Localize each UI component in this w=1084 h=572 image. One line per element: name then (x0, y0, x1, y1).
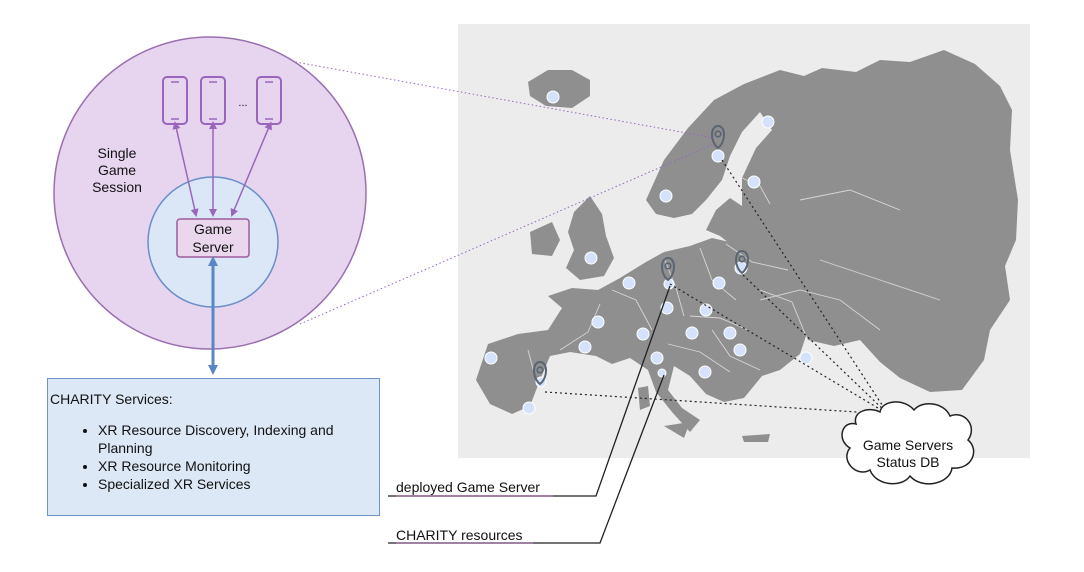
status-db-label-line-2: Status DB (876, 454, 939, 470)
service-item: XR Resource Discovery, Indexing and Plan… (98, 421, 369, 457)
resource-dot (712, 276, 726, 290)
service-item: Specialized XR Services (98, 475, 369, 493)
north-europe-landmass (646, 50, 1018, 392)
resource-dot (698, 365, 712, 379)
charity-services-title: CHARITY Services: (50, 391, 173, 407)
device-server-arrows (172, 121, 272, 217)
map-pin-icon (661, 256, 675, 282)
map-pin-icon (533, 360, 547, 386)
iceland-landmass (528, 70, 590, 108)
map-pin-icon (711, 124, 725, 150)
session-zoom-lines (267, 56, 715, 325)
resource-dot (711, 149, 725, 163)
deployed-game-server-label: deployed Game Server (396, 479, 540, 495)
sicily-landmass (664, 422, 690, 438)
resource-dot (622, 276, 636, 290)
resource-dot (522, 401, 536, 415)
service-item: XR Resource Monitoring (98, 457, 369, 475)
deployed-game-server-pins (533, 124, 749, 386)
crete-landmass (742, 434, 770, 442)
charity-services-list: XR Resource Discovery, Indexing and Plan… (50, 421, 369, 493)
session-label-line-3: Session (92, 179, 142, 195)
game-server-label-line-2: Server (192, 239, 234, 255)
europe-map (458, 24, 1030, 458)
resource-dot (747, 175, 761, 189)
resource-dot (650, 351, 664, 365)
status-db-links (544, 159, 889, 415)
resource-dot (699, 303, 713, 317)
resource-dot (546, 90, 560, 104)
uk-landmass (566, 196, 614, 280)
resource-dot (685, 326, 699, 340)
status-db-label-line-1: Game Servers (863, 437, 953, 453)
cloud-icon (841, 401, 975, 485)
session-label-line-2: Game (98, 162, 136, 178)
resource-dot (761, 115, 775, 129)
more-devices-ellipsis: ... (238, 97, 247, 109)
resource-dot (660, 301, 674, 315)
resource-dot (636, 327, 650, 341)
charity-resources-label: CHARITY resources (396, 527, 523, 543)
resource-dot (584, 251, 598, 265)
charity-services-box: CHARITY Services: XR Resource Discovery,… (47, 378, 380, 516)
ireland-landmass (530, 222, 560, 256)
resource-dot (659, 189, 673, 203)
resource-dot (591, 315, 605, 329)
game-server-label-line-1: Game (194, 221, 232, 237)
resource-dot (733, 343, 747, 357)
resource-dot (723, 326, 737, 340)
charity-resource-dots (484, 90, 813, 415)
resource-dot (799, 351, 813, 365)
resource-dot (657, 368, 667, 378)
session-label-line-1: Single (98, 145, 137, 161)
map-pin-icon (735, 249, 749, 275)
sardinia-landmass (638, 386, 650, 410)
resource-dot (578, 340, 592, 354)
resource-dot (484, 351, 498, 365)
